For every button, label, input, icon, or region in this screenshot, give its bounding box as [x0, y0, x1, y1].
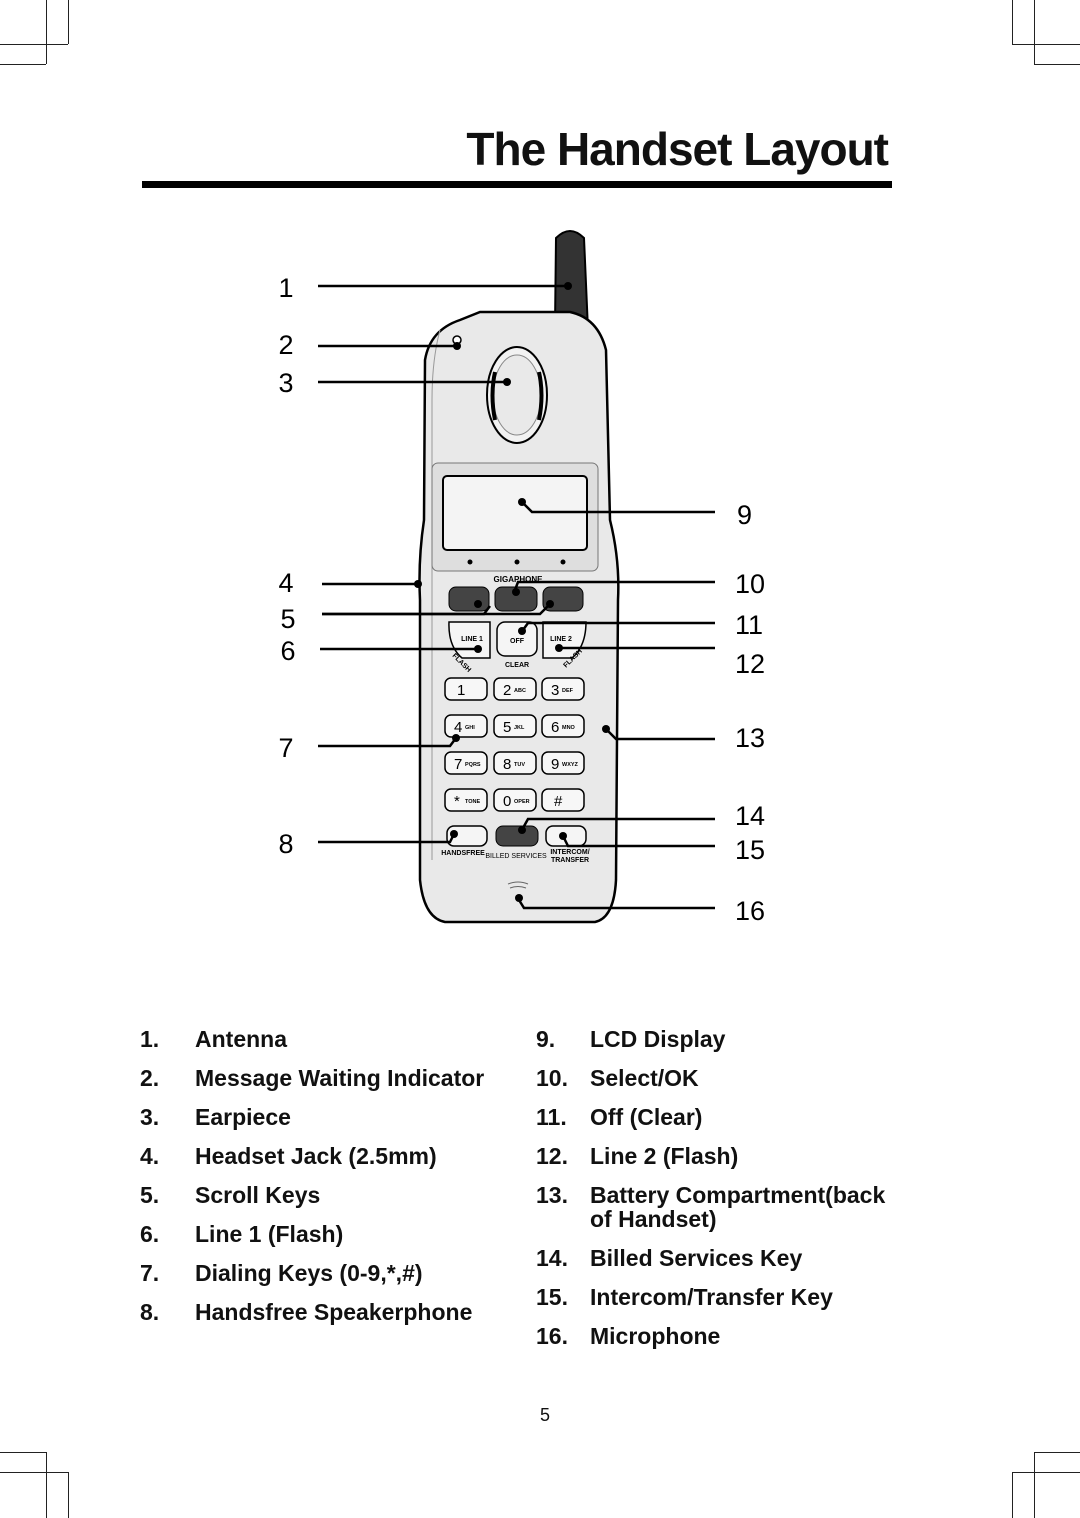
callout-13: 13: [735, 723, 765, 753]
callout-5: 5: [280, 604, 295, 634]
microphone: [507, 881, 529, 889]
dial-key-digit: 8: [503, 756, 511, 773]
legend-item: 8.Handsfree Speakerphone: [140, 1299, 473, 1325]
legend-item: 11.Off (Clear): [536, 1104, 703, 1130]
off-key: [496, 621, 538, 657]
legend-right: 9.LCD Display 10.Select/OK 11.Off (Clear…: [536, 1025, 956, 1361]
callout-3: 3: [278, 368, 293, 398]
dial-key-letters: GHI: [465, 725, 475, 731]
callout-1: 1: [278, 273, 293, 303]
callout-14: 14: [735, 801, 765, 831]
callout-16: 16: [735, 896, 765, 926]
svg-text:LINE 1: LINE 1: [461, 636, 483, 643]
svg-text:INTERCOM/: INTERCOM/: [550, 849, 589, 856]
callout-lines: [318, 284, 715, 910]
dial-key-digit: 3: [551, 682, 559, 699]
dial-key-hash[interactable]: #: [541, 788, 585, 812]
callout-4: 4: [278, 568, 293, 598]
callout-12: 12: [735, 649, 765, 679]
callout-2: 2: [278, 330, 293, 360]
svg-text:LINE 2: LINE 2: [550, 636, 572, 643]
legend-item: 4.Headset Jack (2.5mm): [140, 1143, 437, 1169]
svg-text:TRANSFER: TRANSFER: [551, 857, 589, 864]
dial-key-star[interactable]: * TONE: [444, 788, 488, 812]
callout-10: 10: [735, 569, 765, 599]
legend-item: 5.Scroll Keys: [140, 1182, 321, 1208]
dial-key-digit: 1: [457, 682, 465, 699]
dial-key-digit: 0: [503, 793, 511, 810]
dial-key-digit: #: [554, 793, 563, 810]
legend-item: 6.Line 1 (Flash): [140, 1221, 344, 1247]
handsfree-key: [446, 825, 488, 847]
earpiece: [486, 346, 548, 444]
dial-key-letters: JKL: [514, 725, 525, 731]
legend-item: 1.Antenna: [140, 1026, 287, 1052]
legend-item: 15.Intercom/Transfer Key: [536, 1284, 833, 1310]
dial-key-digit: 5: [503, 719, 511, 736]
dial-key-letters: OPER: [514, 799, 530, 805]
dial-key-letters: PQRS: [465, 762, 481, 768]
legend-item: 3.Earpiece: [140, 1104, 291, 1130]
dial-key-digit: 9: [551, 756, 559, 773]
callout-6: 6: [280, 636, 295, 666]
dial-key-digit: 6: [551, 719, 559, 736]
callout-8: 8: [278, 829, 293, 859]
dial-key-letters: MNO: [562, 725, 576, 731]
dial-key-letters: ABC: [514, 688, 526, 694]
billed-services-key: [495, 825, 539, 847]
legend-left: 1.Antenna 2.Message Waiting Indicator 3.…: [140, 1025, 520, 1337]
dial-key-1[interactable]: 1: [444, 677, 488, 701]
brand-label: GIGAPHONE: [494, 575, 544, 584]
legend-item: 2.Message Waiting Indicator: [140, 1065, 485, 1091]
callout-15: 15: [735, 835, 765, 865]
dial-key-letters: WXYZ: [562, 762, 579, 768]
dial-key-letters: TONE: [465, 799, 481, 805]
svg-text:OFF: OFF: [510, 638, 525, 645]
legend-item: 7.Dialing Keys (0-9,*,#): [140, 1260, 423, 1286]
legend-item: 14.Billed Services Key: [536, 1245, 803, 1271]
scroll-key-left: [448, 586, 490, 612]
dial-key-digit: 2: [503, 682, 511, 699]
legend-item: 16.Microphone: [536, 1323, 721, 1349]
page-title: The Handset Layout: [466, 123, 889, 175]
legend-item: 12.Line 2 (Flash): [536, 1143, 739, 1169]
svg-text:HANDSFREE: HANDSFREE: [441, 850, 485, 857]
callout-11: 11: [735, 610, 763, 640]
svg-text:BILLED SERVICES: BILLED SERVICES: [485, 853, 547, 860]
legend-item: 9.LCD Display: [536, 1026, 726, 1052]
dial-key-digit: 7: [454, 756, 462, 773]
dial-key-digit: *: [454, 793, 460, 810]
svg-text:CLEAR: CLEAR: [505, 662, 529, 669]
callout-numbers: 1 2 3 4 5 6 7 8 9 10 11 12 13 14 15 16: [278, 273, 765, 926]
antenna: [553, 230, 590, 332]
dial-key-letters: TUV: [514, 762, 525, 768]
title-rule: [142, 181, 892, 188]
handset-diagram: GIGAPHONE LINE 1 OFF LINE 2 FLASH FLASH …: [278, 230, 765, 926]
page-number: 5: [539, 1405, 550, 1425]
dial-key-digit: 4: [454, 719, 462, 736]
legend-item: 10.Select/OK: [536, 1065, 699, 1091]
callout-dots: [414, 282, 610, 902]
dial-key-letters: DEF: [562, 688, 574, 694]
callout-7: 7: [278, 733, 293, 763]
callout-9: 9: [737, 500, 752, 530]
